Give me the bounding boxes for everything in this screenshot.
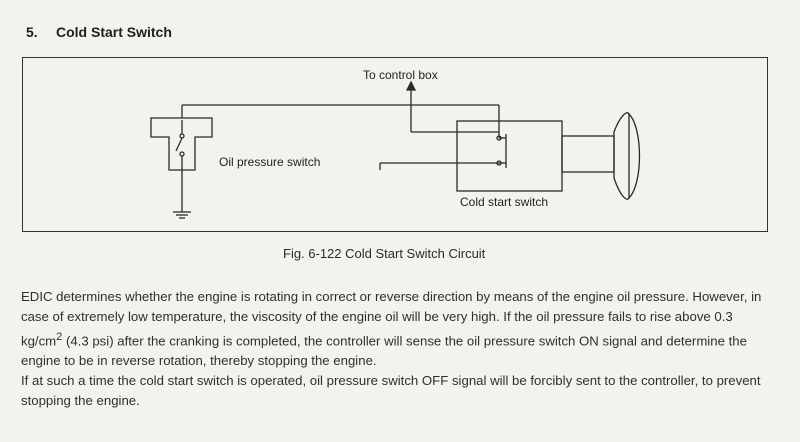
paragraph-1: EDIC determines whether the engine is ro… bbox=[21, 289, 762, 369]
section-title: Cold Start Switch bbox=[56, 24, 172, 40]
superscript: 2 bbox=[56, 331, 63, 343]
circuit-diagram: To control box Oil pressure switch Cold … bbox=[22, 57, 768, 232]
oil-pressure-switch-housing bbox=[150, 117, 213, 171]
control-box-label: To control box bbox=[363, 68, 438, 82]
section-number: 5. bbox=[26, 24, 38, 40]
paragraph-2: If at such a time the cold start switch … bbox=[21, 373, 761, 409]
figure-caption: Fig. 6-122 Cold Start Switch Circuit bbox=[283, 246, 486, 261]
section-heading: 5. Cold Start Switch bbox=[26, 24, 172, 40]
oil-pressure-switch-label: Oil pressure switch bbox=[219, 155, 321, 169]
body-text: EDIC determines whether the engine is ro… bbox=[21, 287, 771, 411]
cold-start-switch-knob bbox=[613, 112, 630, 200]
circuit-drawing bbox=[150, 80, 641, 219]
control-box-arrow bbox=[405, 80, 417, 91]
cold-start-switch-label: Cold start switch bbox=[460, 195, 549, 209]
